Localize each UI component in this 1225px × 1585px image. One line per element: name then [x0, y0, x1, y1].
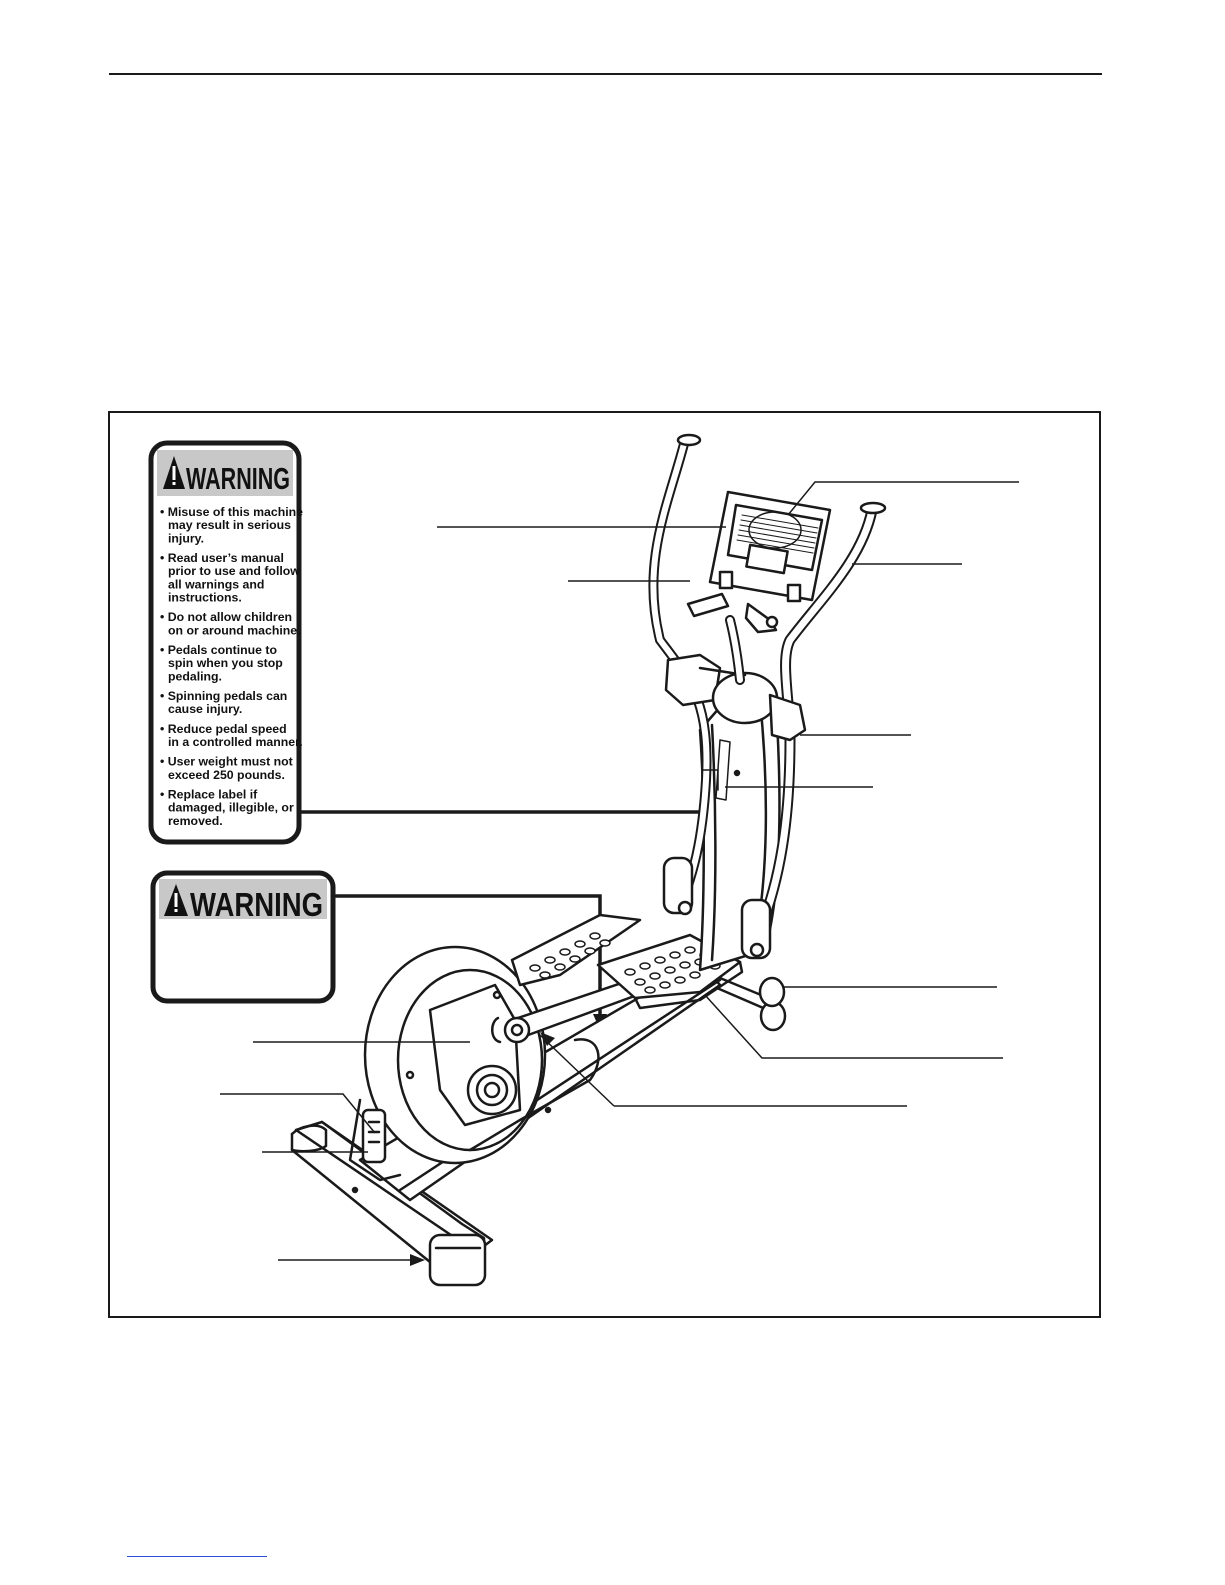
rear-cover	[348, 1038, 600, 1182]
right-arm	[740, 501, 887, 960]
warning-label-1-line: all warnings and	[168, 577, 264, 591]
front-stabilizer	[708, 976, 787, 1032]
warning-label-1-line: removed.	[168, 814, 223, 828]
warning-label-1-line: in a controlled manner.	[168, 735, 303, 749]
warning-label-1-line: • Pedals continue to	[160, 643, 278, 657]
warning-label-2: WARNING	[150, 870, 336, 1004]
figure-frame	[108, 411, 1101, 1318]
warning-label-1-line: cause injury.	[168, 702, 242, 716]
warning-label-1-line: spin when you stop	[168, 656, 283, 670]
warning-label-1-line: • Reduce pedal speed	[160, 722, 287, 736]
warning-label-1-line: • Do not allow children	[160, 610, 292, 624]
callout-lines	[220, 481, 1019, 1261]
warning-label-1-line: on or around machine.	[168, 623, 301, 637]
warning-label-1-line: exceed 250 pounds.	[168, 768, 285, 782]
warning-label-1-line: instructions.	[168, 591, 242, 605]
warning-triangle-icon	[164, 884, 188, 916]
left-pedal	[510, 913, 642, 987]
warning-label-1-line: • Read user’s manual	[160, 551, 284, 565]
warning-triangle-icon	[163, 456, 185, 489]
warning-label-1-line: • Replace label if	[160, 787, 258, 801]
warning-label-1-line: injury.	[168, 531, 204, 545]
warning-label-1-line: pedaling.	[168, 669, 222, 683]
upright-warning-decal	[702, 739, 741, 801]
warning-label-1-line: • Misuse of this machine	[160, 505, 303, 519]
warning-label-1-line: • Spinning pedals can	[160, 689, 287, 703]
console-mast	[686, 592, 779, 685]
top-rule	[109, 73, 1102, 75]
console	[708, 490, 832, 603]
warning-label-1-line: prior to use and follow	[168, 564, 300, 578]
warning-label-2-heading: WARNING	[190, 886, 323, 923]
warning-label-1-line: • User weight must not	[160, 755, 293, 769]
footer-link-underline[interactable]	[127, 1556, 267, 1557]
callout-arrowheads	[410, 1032, 615, 1266]
flywheel-shroud	[363, 945, 547, 1165]
elliptical-machine-drawing	[290, 433, 887, 1287]
warning-label-1-line: may result in serious	[168, 518, 291, 532]
warning-label-1-heading: WARNING	[186, 461, 290, 496]
warning-label-1-line: damaged, illegible, or	[168, 801, 294, 815]
